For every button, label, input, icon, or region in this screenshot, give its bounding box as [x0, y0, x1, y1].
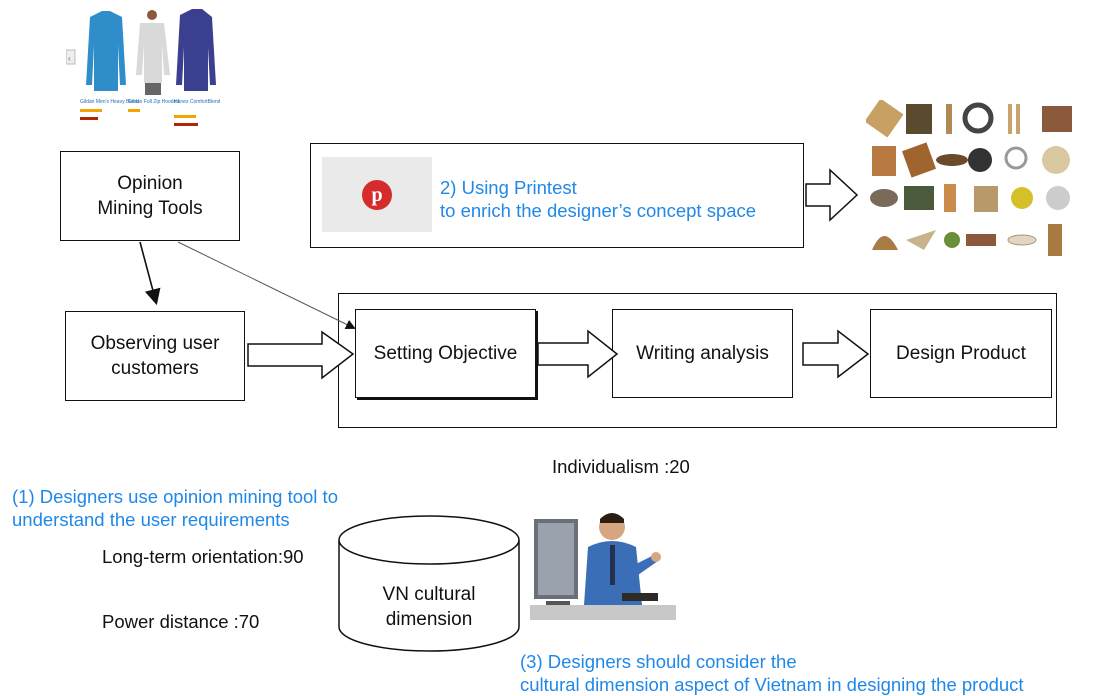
individualism-label: Individualism :20: [552, 456, 690, 477]
observing-user-label: Observing user customers: [90, 332, 220, 379]
note-3: (3) Designers should consider the cultur…: [520, 651, 1024, 696]
svg-text:‹: ‹: [68, 54, 71, 63]
opinion-mining-tools-label: Opinion Mining Tools: [97, 172, 203, 219]
pinterest-logo-icon: p: [362, 180, 392, 210]
svg-text:Gildan Men's Heavy Blend: Gildan Men's Heavy Blend: [80, 99, 139, 105]
opinion-mining-tools-box: Opinion Mining Tools: [60, 151, 240, 241]
pinterest-panel: [310, 143, 804, 248]
svg-text:Gildan Full Zip Hooded: Gildan Full Zip Hooded: [128, 99, 179, 105]
cylinder-label: VN cultural dimension: [382, 584, 476, 631]
design-product-box: Design Product: [870, 309, 1052, 398]
power-distance-label: Power distance :70: [102, 611, 260, 632]
svg-text:Hanes ComfortBlend: Hanes ComfortBlend: [174, 99, 220, 105]
observing-user-box: Observing user customers: [65, 311, 245, 401]
pinterest-logo-tile: p: [322, 157, 432, 232]
pinterest-note: 2) Using Printest to enrich the designer…: [440, 177, 757, 222]
setting-objective-label: Setting Objective: [373, 342, 518, 364]
designer-at-computer-image: [530, 505, 676, 620]
writing-analysis-label: Writing analysis: [636, 342, 769, 364]
concept-items: [864, 98, 1072, 256]
block-arrow-pinterest-to-grid: [805, 168, 859, 222]
product-listing-image: ‹ Gildan Men's Heavy Blend Gildan Full Z…: [65, 5, 221, 137]
note-1: (1) Designers use opinion mining tool to…: [12, 486, 338, 531]
arrow-opinion-to-observing: [139, 241, 161, 306]
long-term-orientation-label: Long-term orientation:90: [102, 546, 304, 567]
writing-analysis-box: Writing analysis: [612, 309, 793, 398]
setting-objective-box: Setting Objective: [355, 309, 536, 398]
design-product-label: Design Product: [896, 342, 1026, 364]
concept-space-image-grid: [864, 98, 1078, 260]
